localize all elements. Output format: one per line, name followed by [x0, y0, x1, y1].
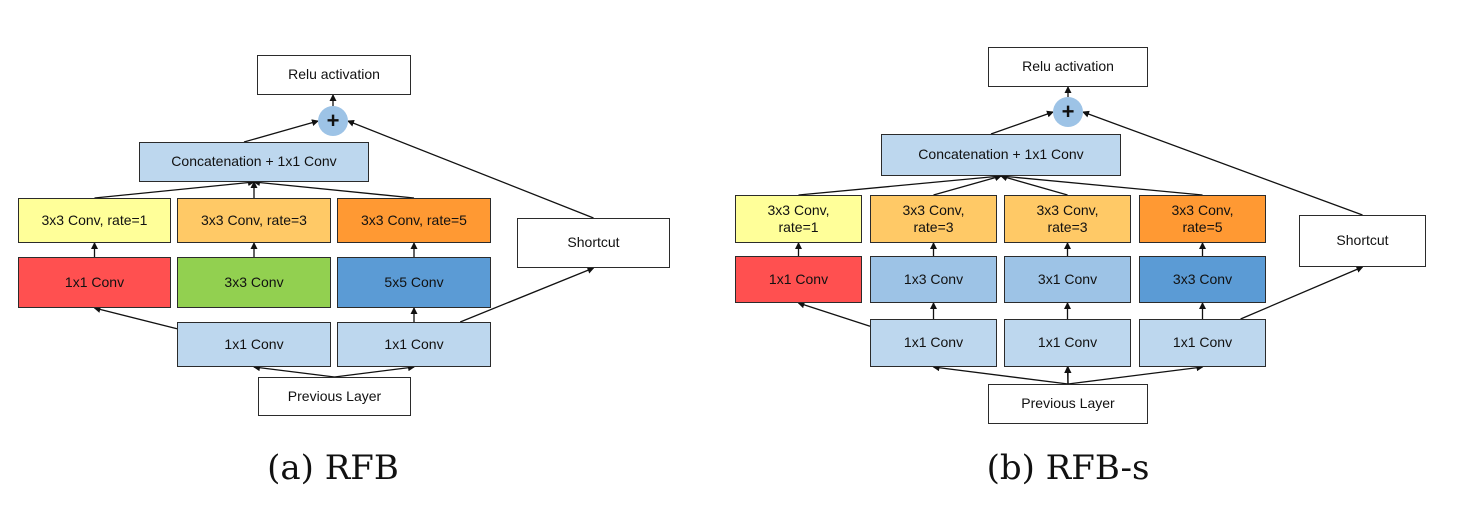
- diagram-b-edge-shortcut-sum: [1082, 110, 1363, 216]
- diagram-a-edge-to-shortcut: [459, 267, 595, 323]
- diagram-b-dilated-conv-1-label: 3x3 Conv, rate=1: [767, 201, 830, 236]
- diagram-a-dilated-conv-2-label: 3x3 Conv, rate=3: [201, 211, 307, 228]
- diagram-a-bottleneck-conv-1-label: 1x1 Conv: [224, 335, 284, 352]
- diagram-b-concat-conv: Concatenation + 1x1 Conv: [881, 134, 1121, 176]
- diagram-b-previous-layer-label: Previous Layer: [1021, 395, 1115, 412]
- diagram-b-shortcut-label: Shortcut: [1336, 232, 1389, 249]
- diagram-b-bottleneck-conv-1-label: 1x1 Conv: [903, 334, 964, 351]
- diagram-a-plus-icon: +: [326, 108, 340, 133]
- diagram-a-relu-activation-label: Relu activation: [288, 66, 380, 83]
- diagram-a-edge-bottleneck-conv-1: [93, 306, 178, 330]
- diagram-a-sum-node: +: [318, 106, 348, 136]
- diagram-a-branch-conv-3-label: 5x5 Conv: [384, 273, 444, 290]
- diagram-b-dilated-conv-2-label: 3x3 Conv, rate=3: [902, 201, 965, 236]
- diagram-a-branch-conv-3: 5x5 Conv: [337, 257, 491, 308]
- diagram-a-dilated-conv-3: 3x3 Conv, rate=5: [337, 198, 491, 243]
- diagram-b-dilated-conv-4-label: 3x3 Conv, rate=5: [1171, 201, 1234, 236]
- diagram-b-branch-conv-2: 1x3 Conv: [870, 256, 997, 303]
- diagram-b-sum-node: +: [1053, 97, 1083, 127]
- diagram-a-shortcut: Shortcut: [517, 218, 670, 268]
- diagram-b-bottleneck-conv-2-label: 1x1 Conv: [1037, 334, 1098, 351]
- diagram-b-bottleneck-conv-1: 1x1 Conv: [870, 319, 997, 367]
- diagram-a-previous-layer-label: Previous Layer: [287, 387, 382, 404]
- diagram-a-edge-previous-bottleneck-2: [334, 364, 415, 378]
- diagram-a-dilated-conv-1: 3x3 Conv, rate=1: [18, 198, 171, 243]
- diagram-b-branch-conv-3-label: 3x1 Conv: [1037, 270, 1098, 287]
- diagram-b-edge-previous-bottleneck-3: [1067, 364, 1204, 385]
- diagram-b-concat-conv-label: Concatenation + 1x1 Conv: [918, 146, 1084, 163]
- diagram-b-relu-activation-label: Relu activation: [1022, 58, 1114, 75]
- diagram-a-previous-layer: Previous Layer: [258, 377, 411, 416]
- diagram-b-caption: (b) RFB-s: [986, 448, 1150, 488]
- diagram-b-bottleneck-conv-3: 1x1 Conv: [1139, 319, 1266, 367]
- diagram-b-dilated-conv-2: 3x3 Conv, rate=3: [870, 195, 997, 243]
- diagram-b-previous-layer: Previous Layer: [988, 384, 1148, 424]
- diagram-a-dilated-conv-1-label: 3x3 Conv, rate=1: [41, 211, 148, 228]
- diagram-a-shortcut-label: Shortcut: [567, 234, 620, 251]
- diagram-a-bottleneck-conv-2-label: 1x1 Conv: [384, 335, 444, 352]
- diagram-a-relu-activation: Relu activation: [257, 55, 411, 95]
- diagram-b-dilated-conv-4: 3x3 Conv, rate=5: [1139, 195, 1266, 243]
- diagram-a-dilated-conv-3-label: 3x3 Conv, rate=5: [361, 211, 467, 228]
- diagram-a-branch-conv-1: 1x1 Conv: [18, 257, 171, 308]
- diagram-a-concat-conv: Concatenation + 1x1 Conv: [139, 142, 369, 182]
- diagram-b-edge-bottleneck-conv-1: [797, 301, 871, 327]
- diagram-b-edge-dilated-concat-2: [933, 174, 1002, 196]
- diagram-a-branch-conv-2-label: 3x3 Conv: [224, 273, 284, 290]
- diagram-a-dilated-conv-2: 3x3 Conv, rate=3: [177, 198, 331, 243]
- diagram-b-branch-conv-1: 1x1 Conv: [735, 256, 862, 303]
- diagram-b-dilated-conv-1: 3x3 Conv, rate=1: [735, 195, 862, 243]
- diagram-b-shortcut: Shortcut: [1299, 215, 1426, 267]
- diagram-a-caption: (a) RFB: [267, 448, 399, 488]
- diagram-a-bottleneck-conv-2: 1x1 Conv: [337, 322, 491, 367]
- diagram-b-edge-dilated-concat-4: [1000, 173, 1203, 196]
- diagram-b-edge-dilated-concat-3: [1000, 174, 1068, 196]
- diagram-a-edge-shortcut-sum: [347, 119, 594, 219]
- diagram-b-edge-to-shortcut: [1240, 266, 1364, 320]
- diagram-b-plus-icon: +: [1061, 99, 1075, 124]
- diagram-b-branch-conv-4: 3x3 Conv: [1139, 256, 1266, 303]
- diagram-a-concat-conv-label: Concatenation + 1x1 Conv: [171, 153, 337, 170]
- diagram-a-edge-dilated-concat-1: [94, 179, 255, 199]
- diagram-a-branch-conv-1-label: 1x1 Conv: [64, 273, 125, 290]
- diagram-b-edge-previous-bottleneck-1: [932, 364, 1069, 385]
- diagram-b-branch-conv-2-label: 1x3 Conv: [903, 270, 964, 287]
- diagram-a-edge-previous-bottleneck-1: [253, 364, 335, 378]
- diagram-b-branch-conv-4-label: 3x3 Conv: [1172, 270, 1233, 287]
- diagram-b-edge-dilated-concat-1: [798, 173, 1002, 196]
- diagram-a-edge-concat-sum: [243, 119, 319, 143]
- diagram-b-bottleneck-conv-3-label: 1x1 Conv: [1172, 334, 1233, 351]
- diagram-b-branch-conv-1-label: 1x1 Conv: [768, 270, 829, 287]
- diagram-a-branch-conv-2: 3x3 Conv: [177, 257, 331, 308]
- diagram-b-branch-conv-3: 3x1 Conv: [1004, 256, 1131, 303]
- diagram-a-bottleneck-conv-1: 1x1 Conv: [177, 322, 331, 367]
- diagram-b-edge-concat-sum: [990, 110, 1054, 135]
- diagram-b-dilated-conv-3: 3x3 Conv, rate=3: [1004, 195, 1131, 243]
- diagram-b-relu-activation: Relu activation: [988, 47, 1148, 87]
- diagram-b-bottleneck-conv-2: 1x1 Conv: [1004, 319, 1131, 367]
- diagram-a-edge-dilated-concat-3: [253, 179, 415, 199]
- diagram-b-dilated-conv-3-label: 3x3 Conv, rate=3: [1036, 201, 1099, 236]
